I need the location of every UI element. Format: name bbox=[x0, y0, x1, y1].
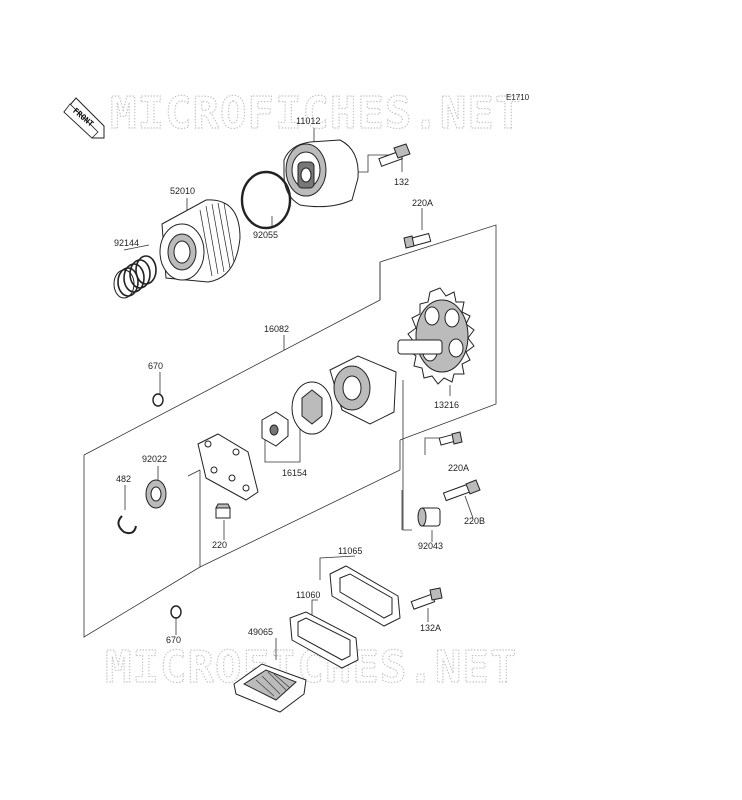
part-92055-o-ring[interactable] bbox=[240, 170, 292, 230]
label-16154: 16154 bbox=[282, 468, 307, 478]
label-132A: 132A bbox=[420, 623, 441, 633]
label-92144: 92144 bbox=[114, 238, 139, 248]
part-11065-gasket[interactable] bbox=[329, 565, 401, 627]
part-92043-collar[interactable] bbox=[417, 507, 441, 527]
part-16154-inner-rotor[interactable] bbox=[261, 411, 289, 447]
label-670-top: 670 bbox=[148, 361, 163, 371]
front-arrow-icon: FRONT bbox=[63, 97, 105, 139]
diagram-code: E1710 bbox=[506, 93, 530, 102]
part-132-bolt[interactable] bbox=[378, 143, 411, 167]
part-outer-rotor[interactable] bbox=[291, 381, 333, 435]
label-11012: 11012 bbox=[296, 116, 320, 126]
label-220A-mid: 220A bbox=[448, 463, 469, 473]
part-52010-oil-filter[interactable] bbox=[159, 199, 241, 283]
label-13216: 13216 bbox=[434, 400, 459, 410]
label-670-bottom: 670 bbox=[166, 635, 181, 645]
part-labels: 11012 132 52010 92144 92055 220A 16082 6… bbox=[114, 116, 485, 645]
label-482: 482 bbox=[116, 474, 131, 484]
watermark-top: MICROFICHES.NET bbox=[110, 88, 522, 139]
part-92144-spring[interactable] bbox=[113, 255, 157, 299]
part-92022-washer[interactable] bbox=[145, 479, 167, 509]
assembly-frame bbox=[83, 224, 497, 638]
part-pump-body[interactable] bbox=[329, 355, 397, 425]
label-92022: 92022 bbox=[142, 454, 167, 464]
label-220: 220 bbox=[212, 540, 227, 550]
part-670-o-ring-top[interactable] bbox=[152, 393, 164, 407]
label-132: 132 bbox=[394, 177, 409, 187]
part-220A-bolt-mid[interactable] bbox=[438, 431, 463, 446]
part-11060-gasket[interactable] bbox=[289, 611, 359, 669]
part-11012-pump-cover[interactable] bbox=[283, 139, 359, 208]
label-52010: 52010 bbox=[170, 186, 195, 196]
label-220B: 220B bbox=[464, 516, 485, 526]
part-220B-bolt[interactable] bbox=[442, 479, 481, 502]
part-132A-bolt[interactable] bbox=[410, 587, 443, 610]
part-670-o-ring-bottom[interactable] bbox=[170, 605, 182, 619]
label-92055: 92055 bbox=[253, 230, 278, 240]
part-pump-plate[interactable] bbox=[197, 433, 259, 501]
label-11065: 11065 bbox=[338, 546, 362, 556]
part-220-bolt[interactable] bbox=[215, 503, 231, 519]
label-220A-top: 220A bbox=[412, 198, 433, 208]
label-11060: 11060 bbox=[296, 590, 320, 600]
part-13216-gear[interactable] bbox=[397, 287, 475, 385]
part-220A-bolt-top[interactable] bbox=[403, 232, 432, 249]
label-92043: 92043 bbox=[418, 541, 443, 551]
label-16082: 16082 bbox=[264, 324, 289, 334]
part-482-circlip[interactable] bbox=[117, 515, 137, 535]
part-49065-screen[interactable] bbox=[233, 663, 307, 713]
label-49065: 49065 bbox=[248, 627, 273, 637]
